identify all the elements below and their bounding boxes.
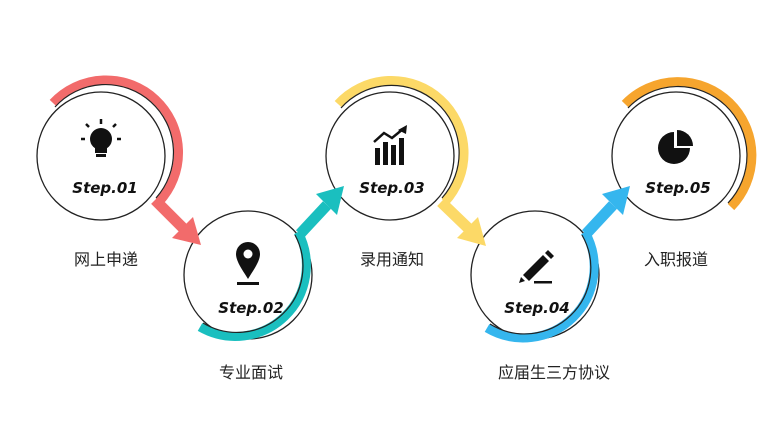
arrow-step1-to-step2 xyxy=(151,196,201,245)
step-2-title: Step.02 xyxy=(218,299,283,317)
step-4-title: Step.04 xyxy=(504,299,569,317)
step-5-arc-line xyxy=(627,85,748,204)
step-4-arc xyxy=(484,229,599,343)
step-5-title: Step.05 xyxy=(645,179,710,197)
step-1-label: 网上申递 xyxy=(74,250,138,269)
arrow-step3-to-step4 xyxy=(437,198,486,246)
step-3-label: 录用通知 xyxy=(360,250,424,269)
step-4-label: 应届生三方协议 xyxy=(498,363,610,382)
step-2-arc-line xyxy=(202,234,304,333)
step-1-arc xyxy=(49,75,184,206)
location-pin-icon xyxy=(236,242,260,285)
arrow-step4-to-step5 xyxy=(581,186,630,238)
step-5-label: 入职报道 xyxy=(644,250,708,269)
step-3-node xyxy=(325,75,469,221)
pen-edit-icon xyxy=(519,250,554,284)
step-5-arc xyxy=(621,77,757,211)
step-2-arc xyxy=(197,229,311,341)
step-2-label: 专业面试 xyxy=(219,363,283,382)
step-4-arc-line xyxy=(489,234,592,335)
bar-chart-growth-icon xyxy=(373,125,407,165)
step-1-title: Step.01 xyxy=(72,179,137,197)
step-3-circle xyxy=(325,91,455,221)
arrow-step2-to-step3 xyxy=(295,186,344,238)
lightbulb-icon xyxy=(81,119,121,157)
step-1-arc-line xyxy=(54,83,175,199)
step-3-arc-line xyxy=(340,84,460,199)
step-3-arc xyxy=(334,75,469,206)
step-3-title: Step.03 xyxy=(359,179,424,197)
pie-chart-icon xyxy=(658,130,693,164)
